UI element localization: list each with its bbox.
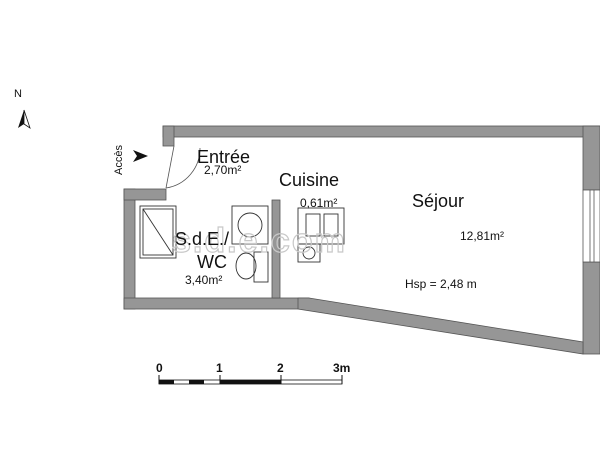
room-area-sejour: 12,81m² — [460, 229, 504, 243]
north-compass: N — [14, 88, 31, 129]
room-height-sejour: Hsp = 2,48 m — [405, 277, 477, 291]
scale-tick-1: 1 — [216, 361, 223, 375]
scale-tick-0: 0 — [156, 361, 163, 375]
scale-tick-3m: 3m — [333, 361, 350, 375]
arrow-right-icon — [133, 150, 148, 162]
room-sde: S.d.E./ WC 3,40m² — [175, 229, 229, 287]
walls — [123, 125, 600, 355]
scale-bar: 0 1 2 3m — [156, 361, 350, 385]
room-entree: Entrée 2,70m² — [197, 147, 250, 177]
sink-unit — [297, 207, 345, 245]
access-indicator: Accès — [113, 145, 148, 175]
room-area-entree: 2,70m² — [204, 163, 241, 177]
shower — [139, 205, 177, 259]
scale-tick-2: 2 — [277, 361, 284, 375]
toilet — [235, 251, 269, 283]
wash-basin — [231, 205, 269, 245]
entrance-door — [165, 145, 201, 189]
north-arrow-icon — [18, 109, 31, 129]
north-letter: N — [14, 88, 22, 100]
hob-unit — [297, 243, 321, 263]
room-cuisine: Cuisine 0,61m² — [279, 170, 339, 210]
room-name-cuisine: Cuisine — [279, 170, 339, 190]
room-sejour: Séjour 12,81m² Hsp = 2,48 m — [405, 191, 504, 291]
room-name-entree: Entrée — [197, 147, 250, 167]
room-area-cuisine: 0,61m² — [300, 196, 337, 210]
room-name-wc: WC — [197, 252, 227, 272]
room-name-sde: S.d.E./ — [175, 229, 229, 249]
room-area-sde: 3,40m² — [185, 273, 222, 287]
access-label: Accès — [113, 145, 125, 175]
room-name-sejour: Séjour — [412, 191, 464, 211]
watermark: s.d.e.com — [172, 222, 347, 260]
window — [582, 189, 600, 263]
